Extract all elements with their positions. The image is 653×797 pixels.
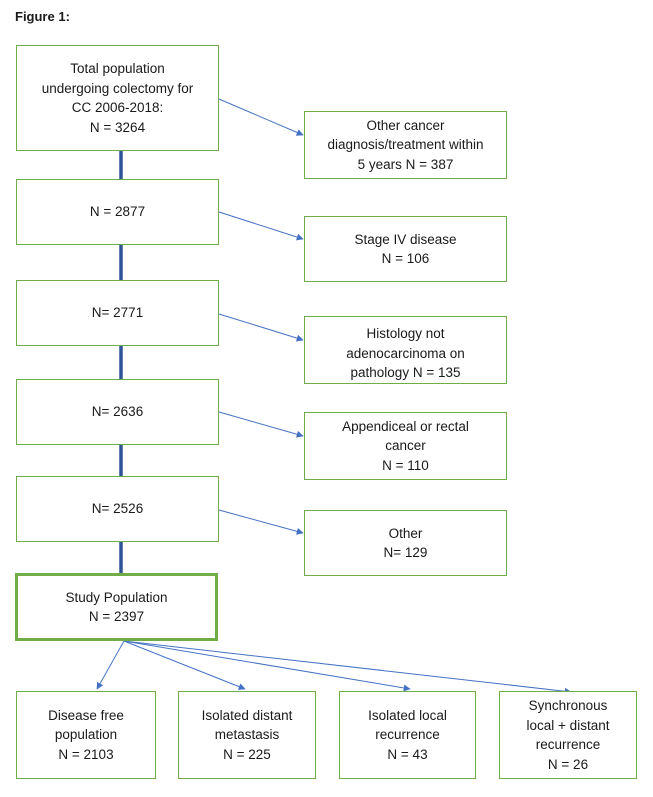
outcome-arrow — [123, 640, 411, 692]
exclusion-box-line: pathology N = 135 — [350, 365, 461, 380]
main-box-line: undergoing colectomy for — [41, 80, 194, 96]
main-box-line: Total population — [70, 61, 165, 76]
main-box-n2636: N= 2636 — [16, 379, 219, 445]
exclusion-arrow — [218, 509, 304, 535]
outcome-box-line: Synchronous — [528, 698, 608, 713]
main-box-line: N = 2877 — [89, 204, 146, 220]
exclusion-arrow — [218, 98, 304, 136]
main-box-n2877: N = 2877 — [16, 179, 219, 245]
exclusion-box-line: adenocarcinoma on — [346, 345, 465, 361]
outcome-box-line: Disease free — [48, 707, 124, 723]
exclusion-box-histology: Histology not adenocarcinoma on pathology … — [304, 316, 507, 384]
outcome-box-line: N = 225 — [223, 746, 271, 762]
exclusion-box-line: 5 years N = 387 — [357, 156, 454, 172]
outcome-box-line: metastasis — [214, 727, 280, 743]
exclusion-box-line: Appendiceal or rectal — [342, 418, 469, 434]
exclusion-box-stage-iv: Stage IV disease N = 106 — [304, 216, 507, 282]
main-box-n2771: N= 2771 — [16, 280, 219, 346]
outcome-box-line: Isolated distant — [201, 707, 293, 723]
main-box-study: Study Population N = 2397 — [15, 573, 218, 641]
exclusion-box-line: N = 110 — [382, 457, 429, 473]
outcome-box-line: N = 43 — [387, 746, 428, 762]
outcome-box-line: recurrence — [375, 727, 440, 743]
outcome-box-line: Isolated local — [368, 707, 447, 723]
outcome-box-line: N = 26 — [547, 756, 589, 772]
outcome-box-line: population — [54, 727, 118, 743]
outcome-arrow — [96, 640, 125, 690]
exclusion-box-other: Other N= 129 — [304, 510, 507, 576]
outcome-box-local: Isolated local recurrence N = 43 — [339, 691, 476, 779]
outcome-box-line: local + distant — [526, 717, 610, 733]
main-box-line: N= 2526 — [91, 501, 144, 517]
outcome-arrow — [123, 640, 246, 690]
exclusion-arrow — [218, 411, 304, 438]
main-box-line: N= 2636 — [91, 404, 144, 420]
figure-title: Figure 1: — [15, 9, 70, 24]
exclusion-box-line: Other — [388, 525, 423, 541]
exclusion-box-line: Stage IV disease — [354, 231, 457, 247]
exclusion-arrow — [218, 313, 304, 342]
main-box-n2526: N= 2526 — [16, 476, 219, 542]
main-box-line: Study Population — [65, 589, 168, 605]
exclusion-box-line: Histology not — [366, 326, 445, 341]
outcome-box-distant: Isolated distant metastasis N = 225 — [178, 691, 316, 779]
exclusion-box-line: N= 129 — [383, 545, 428, 560]
main-box-line: N = 2397 — [88, 609, 145, 624]
exclusion-box-line: cancer — [385, 438, 426, 454]
exclusion-box-line: N = 106 — [381, 251, 430, 266]
exclusion-box-appendiceal: Appendiceal or rectal cancer N = 110 — [304, 412, 507, 480]
outcome-box-disease-free: Disease free population N = 2103 — [16, 691, 156, 779]
main-box-line: N= 2771 — [91, 305, 144, 321]
main-box-line: N = 3264 — [89, 119, 146, 135]
outcome-arrow — [123, 640, 572, 695]
exclusion-box-line: Other cancer — [366, 117, 445, 133]
exclusion-arrow — [218, 211, 304, 241]
exclusion-box-line: diagnosis/treatment within — [327, 137, 484, 153]
exclusion-box-other-cancer: Other cancer diagnosis/treatment within 5 … — [304, 111, 507, 179]
outcome-box-line: recurrence — [535, 737, 601, 752]
main-box-line: CC 2006-2018: — [71, 100, 164, 115]
main-box-total: Total population undergoing colectomy for… — [16, 45, 219, 151]
outcome-box-line: N = 2103 — [58, 746, 114, 762]
outcome-box-synchronous: Synchronous local + distant recurrence N = … — [499, 691, 637, 779]
